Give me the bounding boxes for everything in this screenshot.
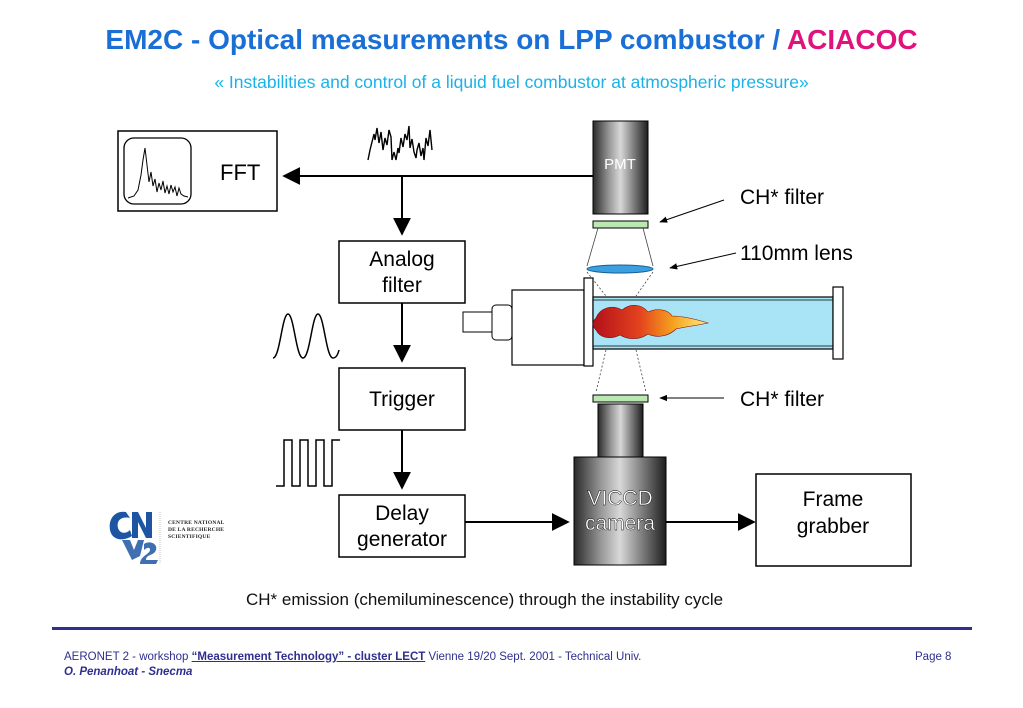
noisy-signal-waveform [367,125,433,161]
footer: AERONET 2 - workshop “Measurement Techno… [64,650,641,680]
ch-filter-top-pointer [659,199,725,223]
logo-line: CENTRE NATIONAL [168,520,225,526]
analog-filter-label-2: filter [382,274,422,297]
footer-suffix: Vienne 19/20 Sept. 2001 - Technical Univ… [425,651,642,663]
fft-spectrum [127,147,189,199]
analog-filter-label-1: Analog [369,248,434,271]
page-subtitle: « Instabilities and control of a liquid … [214,72,809,92]
title-accent: ACIACOC [786,24,918,55]
frame-grabber-label-2: grabber [797,515,869,538]
viccd-label-2: camera [585,512,655,535]
delay-label-2: generator [357,528,447,551]
ch-filter-top-label: CH* filter [740,186,824,209]
injector-collar [491,304,513,341]
logo-line: DE LA RECHERCHE [168,527,225,533]
delay-generator-box [338,494,466,558]
trigger-label: Trigger [369,388,435,411]
lens [586,264,654,274]
page-title: EM2C - Optical measurements on LPP combu… [0,24,1023,56]
injector-rod [462,311,494,333]
pmt-cylinder [592,120,649,215]
page-number: Page 8 [915,651,952,663]
trigger-box [338,367,466,431]
footer-link[interactable]: “Measurement Technology” - cluster LECT [191,651,426,663]
frame-grabber-box [755,473,912,567]
fft-screen [123,137,192,205]
viccd-label-1: VICCD [587,487,652,510]
logo-line: SCIENTIFIQUE [168,534,211,540]
cnrs-logo-text: CENTRE NATIONAL DE LA RECHERCHE SCIENTIF… [168,520,225,541]
cnrs-logo [109,511,161,564]
delay-label-1: Delay [375,502,429,525]
ch-filter-bottom [592,394,649,403]
frame-grabber-label-1: Frame [803,488,864,511]
lens-label: 110mm lens [740,242,853,265]
viccd-camera [573,456,667,566]
flange-right [832,286,844,360]
footer-author: O. Penanhoat - Snecma [64,666,193,678]
camera-lens-barrel [597,403,644,458]
pmt-label: PMT [604,156,636,173]
fft-label: FFT [220,160,260,185]
plenum-body [511,289,585,366]
square-waveform [276,439,340,487]
lens-pointer [669,252,737,270]
flame [592,305,710,339]
ch-filter-top [592,220,649,229]
ch-filter-bottom-label: CH* filter [740,388,824,411]
flange-left [583,277,594,367]
sine-waveform [272,313,340,359]
footer-prefix: AERONET 2 - workshop [64,651,192,663]
figure-caption: CH* emission (chemiluminescence) through… [246,590,724,609]
footer-rule [52,627,972,630]
title-main: EM2C - Optical measurements on LPP combu… [105,24,787,55]
